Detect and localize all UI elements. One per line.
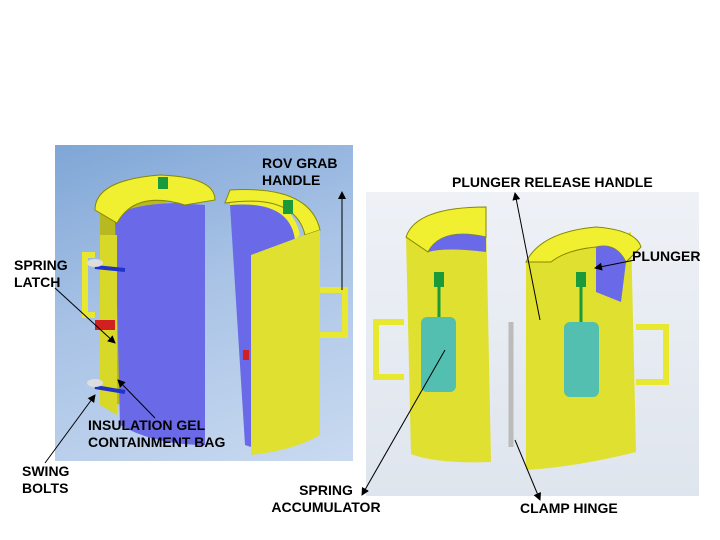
label-line: ROV GRAB xyxy=(262,155,338,171)
label-line: CONTAINMENT BAG xyxy=(88,434,226,450)
insulation-gel-arrow xyxy=(117,379,156,419)
insulation-gel-label: INSULATION GEL CONTAINMENT BAG xyxy=(88,417,225,451)
spring-latch-label: SPRING LATCH xyxy=(14,257,68,291)
label-line: LATCH xyxy=(14,274,61,290)
label-line: BOLTS xyxy=(22,480,69,496)
spring-latch-arrow xyxy=(54,287,116,344)
label-line: SPRING xyxy=(299,482,353,498)
plunger-label: PLUNGER xyxy=(632,248,701,264)
spring-accumulator-label: SPRING ACCUMULATOR xyxy=(263,482,389,516)
label-line: SWING xyxy=(22,463,70,479)
clamp-open-view-image xyxy=(55,145,353,461)
spring-accumulator-arrow xyxy=(361,349,446,496)
swing-bolts-arrow xyxy=(44,394,96,464)
rov-grab-handle-label: ROV GRAB HANDLE xyxy=(262,155,337,189)
clamp-hinge-label: CLAMP HINGE xyxy=(520,500,618,516)
clamp-hinge-arrow xyxy=(514,439,541,501)
label-line: SPRING xyxy=(14,257,68,273)
swing-bolts-label: SWING BOLTS xyxy=(22,463,69,497)
plunger-release-handle-label: PLUNGER RELEASE HANDLE xyxy=(452,174,653,190)
plunger-release-handle-arrow xyxy=(512,192,541,321)
clamp-closed-view-image xyxy=(366,192,699,496)
plunger-arrow xyxy=(594,259,636,271)
label-line: HANDLE xyxy=(262,172,321,188)
label-line: INSULATION GEL xyxy=(88,417,206,433)
label-line: ACCUMULATOR xyxy=(271,499,381,515)
